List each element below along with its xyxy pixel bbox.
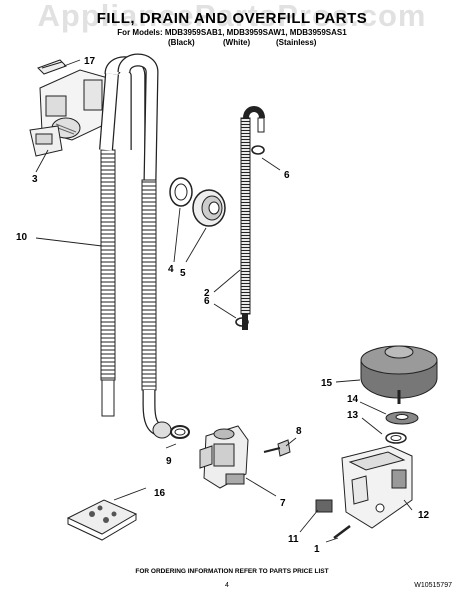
part-5-nut <box>192 189 226 227</box>
part-1-pin <box>333 525 351 539</box>
part-17-clip <box>37 59 67 75</box>
callout-2: 2 <box>204 288 210 299</box>
part-13-seal <box>385 432 407 444</box>
page-number: 4 <box>225 582 229 589</box>
callout-14: 14 <box>347 394 359 405</box>
part-8-screw <box>263 439 291 457</box>
page-title: FILL, DRAIN AND OVERFILL PARTS <box>96 10 368 27</box>
part-6-clamp-upper <box>251 145 265 155</box>
leader-lines <box>35 59 413 543</box>
part-12-switch-bracket <box>341 445 413 529</box>
callout-1: 1 <box>314 544 320 555</box>
part-10-drain-hose <box>99 56 146 417</box>
part-2-coiled-tube <box>240 106 265 330</box>
callout-13: 13 <box>347 410 359 421</box>
callout-8: 8 <box>296 426 302 437</box>
callout-4: 4 <box>168 264 174 275</box>
variant-stainless: (Stainless) <box>276 38 317 47</box>
part-7-water-valve <box>199 425 249 489</box>
callout-16: 16 <box>154 488 166 499</box>
callout-10: 10 <box>16 232 28 243</box>
callout-5: 5 <box>180 268 186 279</box>
document-number: W10515797 <box>414 582 452 589</box>
part-6-clamp-lower <box>235 317 249 327</box>
part-11-switch <box>315 499 333 513</box>
callout-3: 3 <box>32 174 38 185</box>
callout-11: 11 <box>288 534 299 545</box>
model-list: For Models: MDB3959SAB1, MDB3959SAW1, MD… <box>117 28 347 37</box>
ordering-note: FOR ORDERING INFORMATION REFER TO PARTS … <box>135 568 329 575</box>
callout-17: 17 <box>84 56 96 67</box>
callout-6-upper: 6 <box>284 170 290 181</box>
part-4-gasket <box>169 177 193 207</box>
callout-12: 12 <box>418 510 430 521</box>
callout-6-lower: 6 <box>204 296 210 307</box>
callout-15: 15 <box>321 378 333 389</box>
variant-black: (Black) <box>168 38 195 47</box>
part-15-float <box>360 345 438 404</box>
variant-white: (White) <box>223 38 251 47</box>
fill-hose <box>117 53 172 439</box>
watermark: AppliancePartsPros.com <box>37 0 427 33</box>
part-16-plate <box>66 499 138 541</box>
callout-9: 9 <box>166 456 172 467</box>
part-14-washer <box>385 411 419 425</box>
part-9-clamp <box>170 425 190 439</box>
part-3-bracket <box>29 125 63 157</box>
callout-7: 7 <box>280 498 286 509</box>
